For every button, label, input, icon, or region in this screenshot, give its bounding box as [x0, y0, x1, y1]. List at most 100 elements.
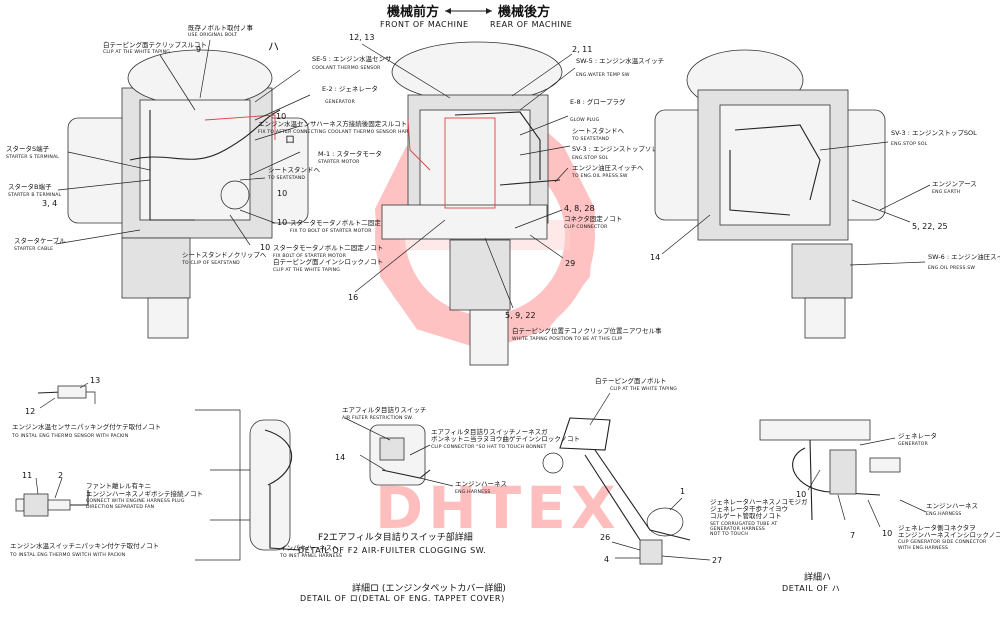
- callout-white-taping-jp: 白テーピング面テクリップスルコト: [103, 40, 207, 49]
- callout-fix-coolant-en: FIX TO AFTER CONNECTING COOLANT THERMO S…: [258, 129, 421, 135]
- callout-starter-cable-en: STARTER CABLE: [14, 246, 53, 252]
- clip-block: [639, 539, 663, 565]
- callout-starter-bolt-en: FIX TO BOLT OF STARTER MOTOR: [290, 228, 372, 234]
- fan-note-jp2: エンジンハーネスノギボシテ接続ノコト: [86, 489, 203, 498]
- callout-starter-s-en: STARTER S TERMINAL: [6, 154, 59, 160]
- rear-jp: 機械後方: [498, 4, 550, 20]
- center-harness-line: [454, 111, 541, 180]
- detail-ha: ジェネレータ GENERATOR ジェネレータハーネスノコモジガ ジェネレータ干…: [710, 419, 1000, 593]
- num-1-detail: 1: [680, 487, 685, 496]
- front-en: FRONT OF MACHINE: [380, 20, 469, 29]
- center-pump: [449, 239, 511, 311]
- callout-sv3-right-jp: SV-3 : エンジンストップSOL: [891, 129, 977, 137]
- f2-caption-jp: F2エアフィルタ目詰りスイッチ部詳細: [318, 531, 473, 543]
- generator-plate: [759, 419, 871, 441]
- gen-note-jp2: ジェネレータ干歩ナイヨウ: [710, 504, 788, 513]
- center-radiator: [391, 41, 563, 103]
- restriction-switch: [379, 437, 405, 461]
- callout-clip-connector-jp: コネクタ固定ノコト: [564, 214, 622, 223]
- num-2-11: 2, 11: [572, 45, 592, 54]
- num-10-d: 10: [260, 243, 270, 252]
- callout-starter-b-en: STARTER B TERMINAL: [8, 192, 62, 198]
- callout-starter-s-jp: スタータS端子: [6, 144, 50, 153]
- callout-white-taping2-jp: 白テーピング面ノインシロックノコト: [273, 257, 383, 266]
- switch-note-en: TO INSTAL ENG THERMO SWITCH WITH PACKIN: [9, 552, 125, 558]
- num-14-detail: 14: [335, 453, 345, 462]
- num-5-9-22: 5, 9, 22: [505, 311, 536, 320]
- callout-starter-motor-en: STARTER MOTOR: [318, 159, 360, 165]
- gen-note-en3: NOT TO TOUCH: [710, 531, 748, 537]
- gen-side-jp: ジェネレータ側コネクタヲ: [898, 523, 976, 532]
- callout-sv3-jp: SV-3 : エンジンストップソレノイド: [572, 145, 677, 153]
- num-13-detail: 13: [90, 376, 100, 385]
- callout-seatstand-clip-jp: シートスタンドノクリップへ: [182, 250, 267, 259]
- left-pump-lower: [147, 297, 189, 339]
- num-16: 16: [348, 293, 358, 302]
- gen-en: GENERATOR: [898, 441, 929, 447]
- inst-panel-jp: インパネハーネスへ: [280, 544, 339, 552]
- callout-coolant-sensor-jp: SE-5 : エンジン水温センサ: [312, 54, 392, 63]
- rear-en: REAR OF MACHINE: [490, 20, 572, 29]
- callout-generator-en: GENERATOR: [325, 99, 356, 105]
- sensor-note-en: TO INSTAL ENG THERMO SENSOR WITH PACKIN: [11, 433, 128, 439]
- fan-note-jp: ファント離レル有キニ: [86, 481, 151, 490]
- clip-ring-icon: [542, 452, 564, 474]
- callout-seatstand2-en: TO SEATSTAND: [571, 136, 609, 142]
- callout-glow-plug-en: GLOW PLUG: [570, 117, 600, 123]
- tappet-bracket: [195, 409, 241, 561]
- gen-note-en1: SET CORRUGATED TUBE AT: [710, 521, 777, 527]
- num-10-ha-b: 10: [882, 529, 892, 538]
- left-starter-icon: [220, 180, 250, 210]
- right-pump-lower: [804, 297, 846, 339]
- num-9: 9: [196, 45, 201, 54]
- left-harness-line: [129, 109, 281, 161]
- gen-side-jp2: エンジンハーネスインシロックノコト: [898, 531, 1000, 539]
- gen-harness-en: ENG.HARNESS: [926, 511, 962, 517]
- num-10-c: 10: [277, 218, 287, 227]
- callout-clip-connector-en: CLIP CONNECTOR: [564, 224, 608, 230]
- right-harness-line-2: [729, 150, 791, 216]
- callout-seatstand-en: TO SEATSTAND: [267, 175, 305, 181]
- tappet-harness: [264, 429, 293, 486]
- detail-ro-caption-jp: 詳細ロ (エンジンタペットカバー詳細): [352, 582, 506, 594]
- callout-white-pos-en: WHITE TAPING POSITION TO BE AT THIS CLIP: [512, 336, 622, 342]
- center-pump-lower: [469, 309, 509, 366]
- gen-note-jp3: コルゲート管取付ノコト: [710, 511, 782, 520]
- callout-seatstand2-jp: シートスタンドへ: [572, 126, 625, 135]
- callout-sv3-right-en: ENG.STOP SOL: [891, 141, 928, 147]
- switch-note-jp: エンジン水温スイッチニパッキン付ケテ取付ノコト: [10, 541, 159, 550]
- f2-clip-en: CLIP CONNECTOR "SO HAT TO TOUCH BONNET: [431, 444, 547, 450]
- num-10-ha-a: 10: [796, 490, 806, 499]
- num-14-right: 14: [650, 253, 660, 262]
- num-29: 29: [565, 259, 575, 268]
- callout-oil-sw-jp: エンジン油圧スイッチへ: [572, 163, 644, 172]
- clip-band: [646, 507, 684, 537]
- f2-caption-en: DETAIL OF F2 AIR-FUILTER CLOGGING SW.: [298, 546, 487, 555]
- num-ro: ロ: [285, 135, 295, 146]
- callout-eng-earth-en: ENG EARTH: [932, 189, 960, 195]
- num-2-detail: 2: [58, 471, 63, 480]
- sensor-note-jp: エンジン水温センサニパッキング付ケテ取付ノコト: [12, 422, 161, 431]
- gen-note-jp1: ジェネレータハーネスノコモジガ: [710, 497, 808, 506]
- callout-fix-coolant-jp: エンジン水温センサハーネス方接続後固定スルコト: [258, 119, 407, 128]
- callout-starter-bolt2-en: FIX BOLT OF STARTER MOTOR: [273, 253, 347, 259]
- fan-note-en2: DIRECTION SEPARATED FAN: [86, 504, 154, 510]
- callout-seatstand-jp: シートスタンドへ: [268, 165, 321, 174]
- center-head: [419, 109, 531, 221]
- right-engine-view: SV-3 : エンジンストップSOL ENG.STOP SOL エンジンアース …: [650, 49, 1000, 339]
- callout-generator-jp: E-2 : ジェネレータ: [322, 84, 378, 93]
- fan-note-en: CONNECT WITH ENGINE HARNESS PLUG: [86, 498, 185, 504]
- clip-note-jp: 白テーピング面ノボルト: [595, 376, 667, 385]
- center-harness-line-2: [499, 179, 561, 186]
- num-ha: ハ: [268, 40, 279, 53]
- f2-switch-jp: エアフィルタ目詰りスイッチ: [342, 405, 426, 414]
- detail-ha-caption-en: DETAIL OF ハ: [782, 584, 840, 593]
- num-5-22-25: 5, 22, 25: [912, 222, 948, 231]
- callout-starter-bolt2-jp: スタータモータノボルト二固定ノコト: [273, 243, 383, 252]
- left-engine-side: [139, 99, 251, 221]
- detail-ha-caption-jp: 詳細ハ: [804, 571, 831, 583]
- generator-connector: [829, 449, 857, 495]
- center-base: [381, 204, 548, 240]
- num-10-a: 10: [276, 112, 286, 121]
